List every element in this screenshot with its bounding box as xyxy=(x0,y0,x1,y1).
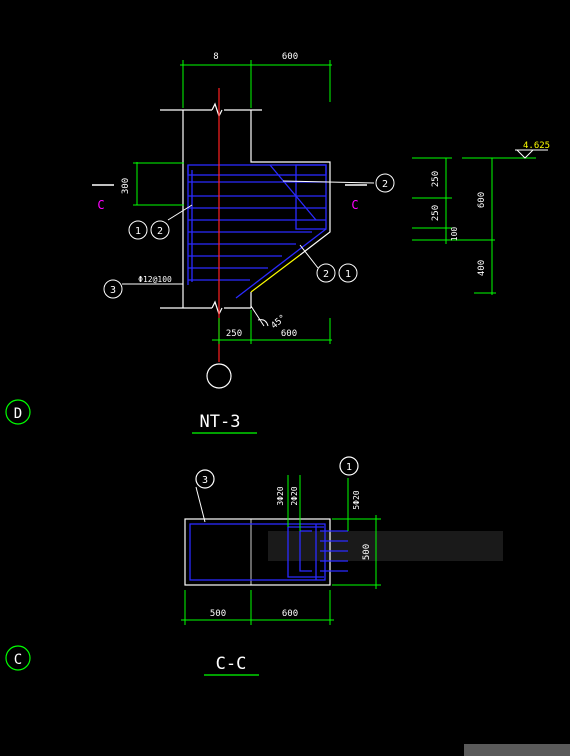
section-bottom-dimension xyxy=(181,590,334,625)
rebar-label-2: 2Φ20 xyxy=(290,486,299,505)
section-bubble-3-circle xyxy=(195,469,215,489)
section-leaders xyxy=(287,475,349,531)
bubble-right-top: 2 xyxy=(382,179,388,190)
plan-title: NT-3 xyxy=(200,412,241,432)
watermark-band xyxy=(268,531,503,561)
scrollbar-corner xyxy=(464,744,570,756)
dim-left: 300 xyxy=(121,178,131,194)
dim-top-left: 8 xyxy=(213,52,218,62)
section-dim-right: 500 xyxy=(362,544,372,560)
pier-outline xyxy=(160,102,331,316)
section-bubble-1-circle xyxy=(339,456,359,476)
level-triangle-icon xyxy=(515,149,535,159)
grid-bubbles: D C xyxy=(5,399,31,671)
dim-bottom-left: 250 xyxy=(226,329,242,339)
section-outline xyxy=(184,518,331,586)
rebar-label-5: 5Φ20 xyxy=(352,490,361,509)
elev-dim-600: 600 xyxy=(477,192,487,208)
section-label-right: C xyxy=(351,198,358,212)
bubble-bottom-left: 3 xyxy=(110,285,116,296)
elev-dim-250-a: 250 xyxy=(431,171,441,187)
section-label-left: C xyxy=(97,198,104,212)
bubble-slope-a: 2 xyxy=(323,269,329,280)
angle-arc xyxy=(250,305,269,327)
axis-bubble xyxy=(206,363,232,389)
bottom-dimension xyxy=(212,310,332,344)
section-dim-bottom-right: 600 xyxy=(282,609,298,619)
grid-bubble-c: C xyxy=(14,652,22,668)
left-dimension xyxy=(133,162,184,206)
section-right-dimension xyxy=(332,515,381,589)
plan-view: 8 600 xyxy=(92,52,395,434)
level-value: 4.625 xyxy=(523,141,550,151)
section-view: 3 1 3Φ20 2Φ20 5Φ20 500 500 600 C-C xyxy=(181,456,503,676)
top-dimension xyxy=(180,60,332,108)
elevation-dimensions: 250 250 100 600 400 4.625 xyxy=(412,141,550,295)
leader-3 xyxy=(195,486,206,523)
section-bubble-1: 1 xyxy=(346,462,352,473)
rebar-label: Φ12@100 xyxy=(138,275,172,284)
elev-dim-400: 400 xyxy=(477,260,487,276)
section-rebar xyxy=(189,523,348,581)
elev-dim-250-b: 250 xyxy=(431,205,441,221)
rebar-label-3: 3Φ20 xyxy=(276,486,285,505)
section-bubble-3: 3 xyxy=(202,475,208,486)
leaders xyxy=(103,173,395,299)
bubble-left-a: 1 xyxy=(135,226,141,237)
slope-edge xyxy=(250,254,301,293)
bubble-slope-b: 1 xyxy=(345,269,351,280)
section-dim-bottom-left: 500 xyxy=(210,609,226,619)
section-title: C-C xyxy=(216,654,247,674)
elev-dim-100: 100 xyxy=(450,227,459,242)
bubble-left-b: 2 xyxy=(157,226,163,237)
grid-bubble-d: D xyxy=(14,406,22,422)
rebar xyxy=(187,164,327,299)
dim-bottom-right: 600 xyxy=(281,329,297,339)
dim-top-right: 600 xyxy=(282,52,298,62)
